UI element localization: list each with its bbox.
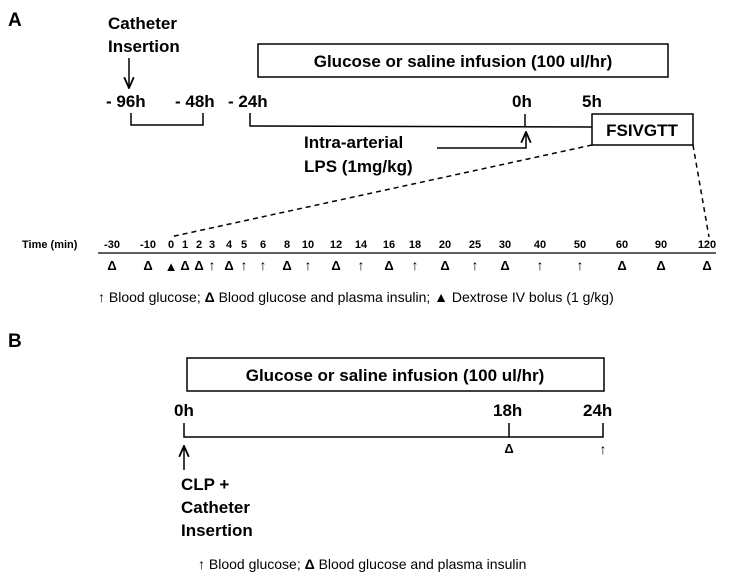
infusion-box-b — [186, 357, 605, 392]
tick-label: -30 — [104, 239, 120, 251]
infusion-label-a: Glucose or saline infusion (100 ul/hr) — [314, 52, 613, 71]
tick-label: 25 — [469, 239, 481, 251]
glucose-insulin-marker: Δ — [331, 258, 340, 273]
glucose-insulin-marker: Δ — [224, 258, 233, 273]
clp-label-line1: CLP + — [181, 475, 229, 494]
tick-label: 10 — [302, 239, 314, 251]
tick-label: 120 — [698, 239, 716, 251]
timeline-a — [249, 113, 593, 128]
time-minus-96h: - 96h — [106, 92, 146, 111]
legend-b-arrow-symbol: ↑ — [198, 556, 205, 572]
timeline-b — [183, 423, 604, 438]
infusion-label-b: Glucose or saline infusion (100 ul/hr) — [246, 366, 545, 385]
tick-label: 90 — [655, 239, 667, 251]
zoom-line-right — [692, 144, 710, 238]
glucose-insulin-marker: Δ — [440, 258, 449, 273]
panel-a-label: A — [8, 10, 22, 31]
tick-label: -10 — [140, 239, 156, 251]
legend-b-delta-text: Blood glucose and plasma insulin — [315, 556, 527, 572]
time-axis-label: Time (min) — [22, 239, 78, 251]
tick-label: 30 — [499, 239, 511, 251]
tick-label: 20 — [439, 239, 451, 251]
glucose-insulin-marker: Δ — [384, 258, 393, 273]
glucose-arrow-marker: ↑ — [577, 257, 584, 273]
tick-label: 3 — [209, 239, 215, 251]
lps-arrow — [437, 132, 526, 149]
surgery-recovery-bracket — [130, 113, 204, 126]
time-0h-b: 0h — [174, 401, 194, 420]
legend-b-arrow-text: Blood glucose; — [205, 556, 305, 572]
legend-a-bolus-symbol: ▲ — [434, 289, 448, 305]
panel-b: B Glucose or saline infusion (100 ul/hr)… — [8, 331, 612, 572]
clp-label-line2: Catheter — [181, 498, 250, 517]
glucose-arrow-marker: ↑ — [260, 257, 267, 273]
time-0h-a: 0h — [512, 92, 532, 111]
glucose-arrow-marker: ↑ — [241, 257, 248, 273]
time-24h-b: 24h — [583, 401, 612, 420]
tick-label: 4 — [226, 239, 233, 251]
fsivgtt-label: FSIVGTT — [606, 121, 678, 140]
legend-a-arrow-text: Blood glucose; — [105, 289, 205, 305]
glucose-insulin-marker: Δ — [617, 258, 626, 273]
tick-label: 8 — [284, 239, 290, 251]
legend-a: ↑ Blood glucose; Δ Blood glucose and pla… — [98, 289, 614, 305]
tick-label: 2 — [196, 239, 202, 251]
glucose-insulin-marker: Δ — [194, 258, 203, 273]
glucose-arrow-marker: ↑ — [537, 257, 544, 273]
glucose-insulin-marker: Δ — [702, 258, 711, 273]
panel-a: A Catheter Insertion Glucose or saline i… — [8, 10, 716, 305]
lps-label-line2: LPS (1mg/kg) — [304, 157, 413, 176]
glucose-insulin-marker: Δ — [180, 258, 189, 273]
legend-b: ↑ Blood glucose; Δ Blood glucose and pla… — [198, 556, 526, 572]
glucose-arrow-marker: ↑ — [358, 257, 365, 273]
catheter-label-line1: Catheter — [108, 14, 177, 33]
legend-a-delta-symbol: Δ — [205, 289, 215, 305]
tick-label: 0 — [168, 239, 174, 251]
glucose-arrow-marker: ↑ — [209, 257, 216, 273]
infusion-box-a — [257, 43, 669, 78]
marker-24h-b: ↑ — [600, 441, 607, 457]
glucose-insulin-marker: Δ — [143, 258, 152, 273]
tick-label: 12 — [330, 239, 342, 251]
marker-18h-b: Δ — [504, 441, 513, 456]
tick-label: 1 — [182, 239, 188, 251]
legend-b-delta-symbol: Δ — [305, 556, 315, 572]
tick-label: 5 — [241, 239, 247, 251]
glucose-insulin-marker: Δ — [500, 258, 509, 273]
lps-label-line1: Intra-arterial — [304, 133, 403, 152]
legend-a-arrow-symbol: ↑ — [98, 289, 105, 305]
glucose-arrow-marker: ↑ — [412, 257, 419, 273]
tick-label: 14 — [355, 239, 368, 251]
tick-label: 60 — [616, 239, 628, 251]
glucose-insulin-marker: Δ — [656, 258, 665, 273]
time-minus-24h: - 24h — [228, 92, 268, 111]
bolus-marker: ▲ — [165, 259, 178, 274]
tick-label: 16 — [383, 239, 395, 251]
glucose-insulin-marker: Δ — [282, 258, 291, 273]
glucose-arrow-marker: ↑ — [305, 257, 312, 273]
time-18h-b: 18h — [493, 401, 522, 420]
tick-label: 18 — [409, 239, 421, 251]
glucose-arrow-marker: ↑ — [472, 257, 479, 273]
time-minus-48h: - 48h — [175, 92, 215, 111]
legend-a-bolus-text: Dextrose IV bolus (1 g/kg) — [448, 289, 614, 305]
clp-label-line3: Insertion — [181, 521, 253, 540]
tick-label: 40 — [534, 239, 546, 251]
fsivgtt-box — [591, 113, 694, 146]
legend-a-delta-text: Blood glucose and plasma insulin; — [215, 289, 434, 305]
catheter-label-line2: Insertion — [108, 37, 180, 56]
panel-b-label: B — [8, 331, 22, 352]
time-5h-a: 5h — [582, 92, 602, 111]
glucose-insulin-marker: Δ — [107, 258, 116, 273]
tick-label: 6 — [260, 239, 266, 251]
tick-label: 50 — [574, 239, 586, 251]
